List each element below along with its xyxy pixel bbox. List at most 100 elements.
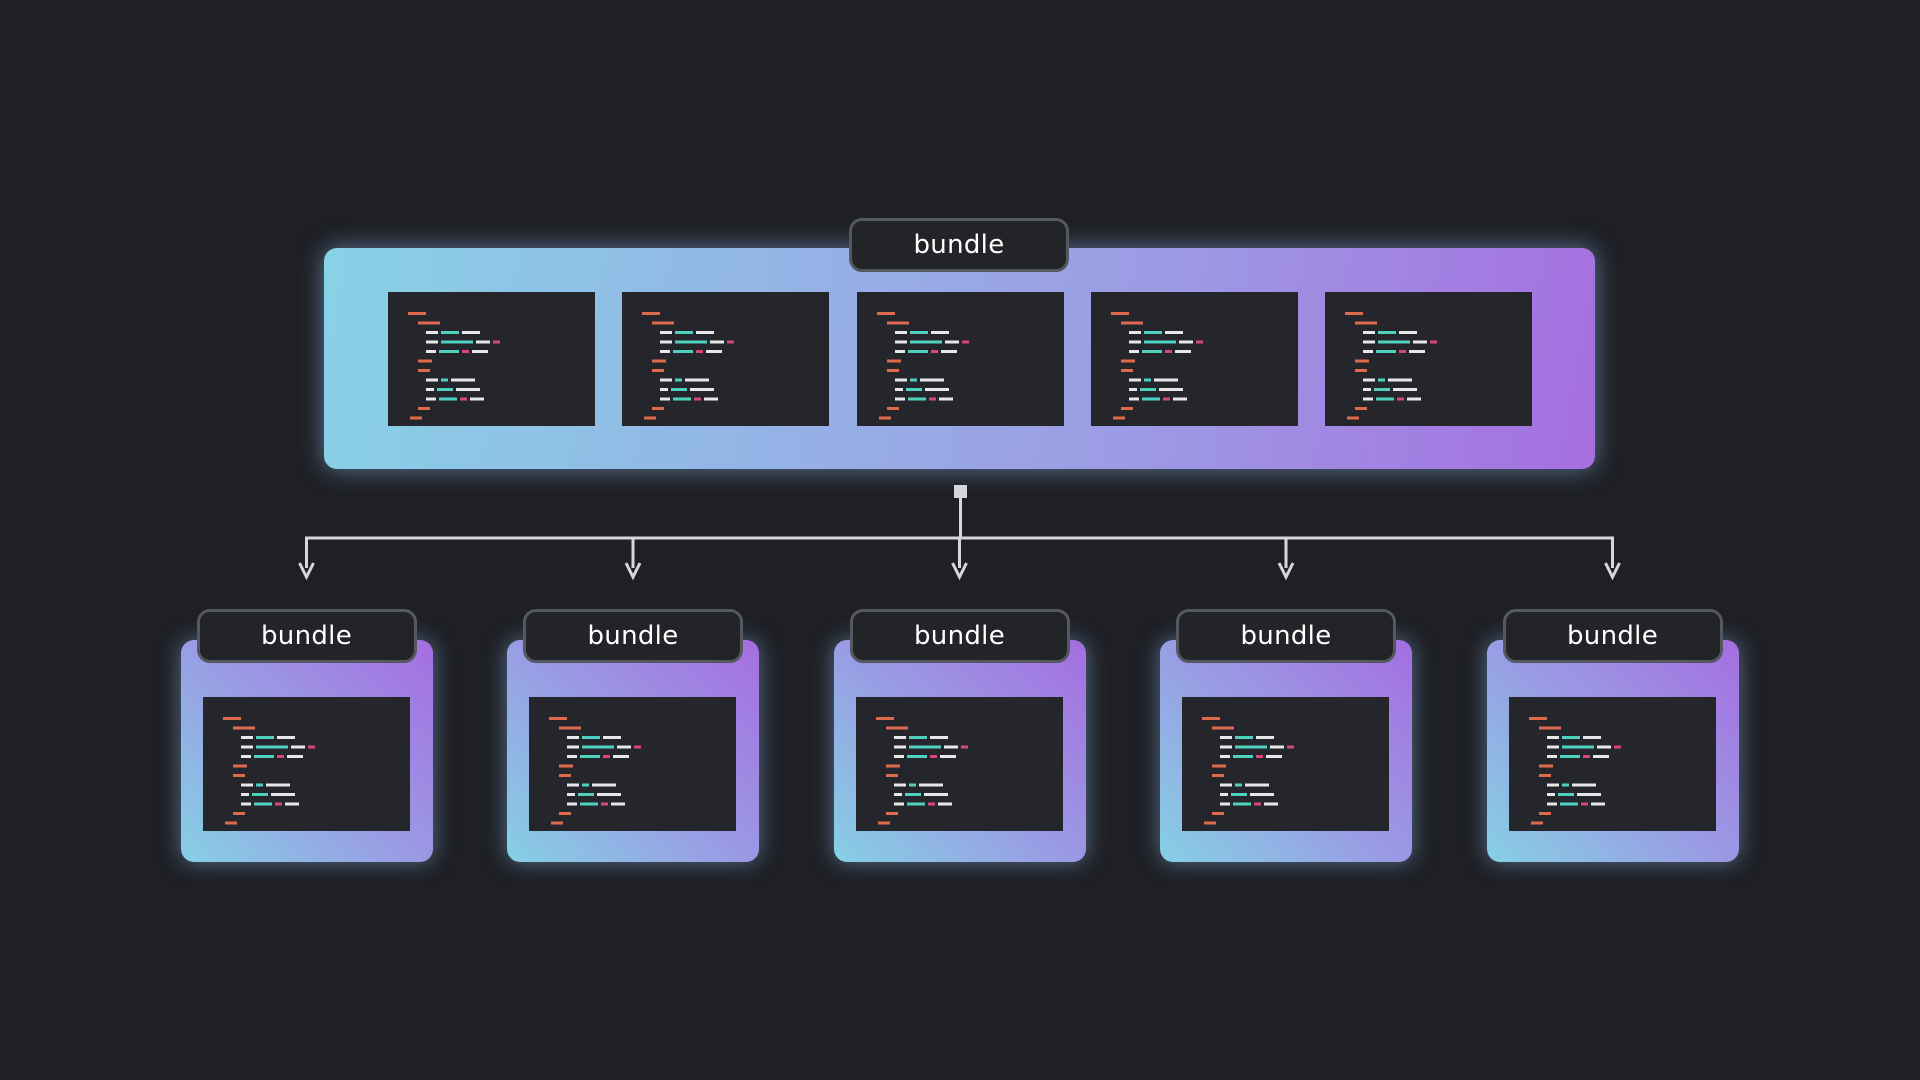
code-line bbox=[675, 378, 683, 382]
code-line bbox=[253, 802, 272, 806]
code-line bbox=[1220, 802, 1230, 806]
code-line bbox=[690, 388, 715, 391]
code-line bbox=[1557, 793, 1574, 796]
code-line bbox=[893, 783, 906, 787]
code-line bbox=[660, 388, 669, 391]
code-line bbox=[559, 726, 581, 730]
code-line bbox=[1128, 340, 1141, 344]
code-line bbox=[1397, 397, 1405, 401]
code-line bbox=[878, 416, 891, 420]
code-line bbox=[418, 321, 440, 325]
code-line bbox=[1128, 378, 1141, 382]
code-line bbox=[1576, 793, 1601, 796]
child-bundle-label: bundle bbox=[196, 609, 417, 663]
code-line bbox=[472, 350, 488, 353]
code-line bbox=[451, 378, 475, 382]
code-line bbox=[441, 378, 448, 382]
code-line bbox=[894, 350, 905, 353]
code-line bbox=[1363, 340, 1376, 344]
code-line bbox=[938, 397, 953, 401]
code-line bbox=[1245, 783, 1269, 787]
code-line bbox=[1164, 331, 1183, 334]
code-line bbox=[894, 331, 907, 334]
code-line bbox=[660, 340, 673, 344]
code-line bbox=[937, 802, 952, 806]
code-line bbox=[927, 802, 935, 806]
code-line bbox=[232, 812, 245, 815]
code-line bbox=[652, 321, 675, 325]
root-bundle-label: bundle bbox=[849, 218, 1069, 272]
code-line bbox=[603, 736, 621, 739]
code-line bbox=[886, 369, 899, 372]
code-line bbox=[885, 774, 898, 777]
code-line bbox=[710, 340, 725, 344]
code-line bbox=[893, 745, 906, 749]
code-line bbox=[617, 745, 631, 749]
code-line bbox=[1407, 397, 1422, 401]
code-line bbox=[470, 397, 484, 401]
code-line bbox=[923, 793, 948, 796]
code-line bbox=[1538, 774, 1551, 777]
code-line bbox=[1355, 407, 1368, 410]
code-line bbox=[240, 793, 249, 796]
code-line bbox=[1128, 388, 1137, 391]
code-line bbox=[1158, 388, 1183, 391]
child-bundle-label: bundle bbox=[1176, 609, 1396, 663]
code-line bbox=[886, 321, 909, 325]
code-line bbox=[961, 340, 969, 344]
child-code-file bbox=[1508, 697, 1716, 831]
code-line bbox=[1559, 755, 1580, 758]
code-line bbox=[597, 793, 621, 796]
code-line bbox=[1220, 745, 1232, 749]
code-line bbox=[1413, 340, 1428, 344]
root-code-file bbox=[622, 292, 830, 426]
code-line bbox=[408, 312, 426, 315]
code-file-icon bbox=[549, 717, 641, 825]
code-line bbox=[1363, 388, 1372, 391]
code-line bbox=[1538, 812, 1551, 815]
code-line bbox=[696, 331, 715, 334]
code-line bbox=[426, 397, 436, 401]
code-line bbox=[567, 745, 579, 749]
code-line bbox=[1378, 331, 1397, 334]
code-line bbox=[886, 359, 901, 363]
code-line bbox=[290, 745, 305, 749]
code-line bbox=[909, 378, 917, 382]
code-line bbox=[877, 821, 890, 825]
code-file-icon bbox=[875, 717, 968, 825]
code-line bbox=[1172, 397, 1187, 401]
code-line bbox=[284, 802, 299, 806]
code-line bbox=[265, 783, 290, 787]
code-line bbox=[1355, 369, 1368, 372]
code-line bbox=[1256, 755, 1263, 758]
code-line bbox=[924, 388, 949, 391]
code-line bbox=[909, 331, 928, 334]
code-line bbox=[929, 755, 937, 758]
code-line bbox=[928, 397, 936, 401]
code-line bbox=[944, 340, 959, 344]
code-line bbox=[1596, 745, 1611, 749]
code-line bbox=[559, 812, 571, 815]
code-line bbox=[894, 388, 903, 391]
code-line bbox=[1202, 717, 1220, 720]
child-bundle bbox=[1486, 640, 1739, 862]
code-line bbox=[578, 793, 594, 796]
code-line bbox=[1393, 388, 1418, 391]
code-line bbox=[1153, 378, 1178, 382]
code-file-icon bbox=[642, 312, 735, 420]
code-line bbox=[1212, 812, 1224, 815]
code-line bbox=[418, 359, 432, 363]
arrow-down-icon bbox=[951, 562, 968, 581]
code-line bbox=[601, 802, 608, 806]
code-line bbox=[894, 378, 907, 382]
code-line bbox=[441, 340, 473, 344]
code-line bbox=[567, 736, 579, 739]
code-line bbox=[1559, 802, 1578, 806]
code-file-icon bbox=[222, 717, 315, 825]
code-line bbox=[240, 755, 251, 758]
code-line bbox=[1363, 378, 1376, 382]
code-line bbox=[255, 745, 288, 749]
code-line bbox=[1355, 359, 1370, 363]
code-line bbox=[462, 331, 480, 334]
